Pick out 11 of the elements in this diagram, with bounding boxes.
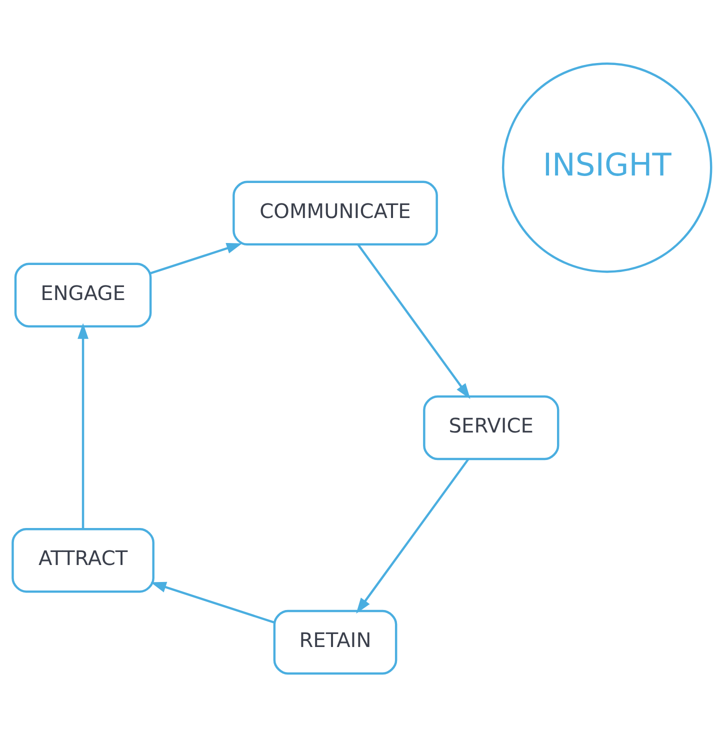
arrow: [150, 582, 275, 624]
arrow: [150, 243, 242, 274]
node-circle: INSIGHT: [502, 62, 712, 273]
node-box: RETAIN: [273, 610, 398, 675]
arrow: [78, 323, 89, 529]
node-box: ATTRACT: [12, 528, 154, 593]
node-box: ENGAGE: [14, 262, 152, 328]
arrow: [357, 244, 470, 400]
arrow: [356, 458, 470, 614]
node-box: SERVICE: [423, 395, 560, 460]
node-box: COMMUNICATE: [232, 180, 438, 246]
